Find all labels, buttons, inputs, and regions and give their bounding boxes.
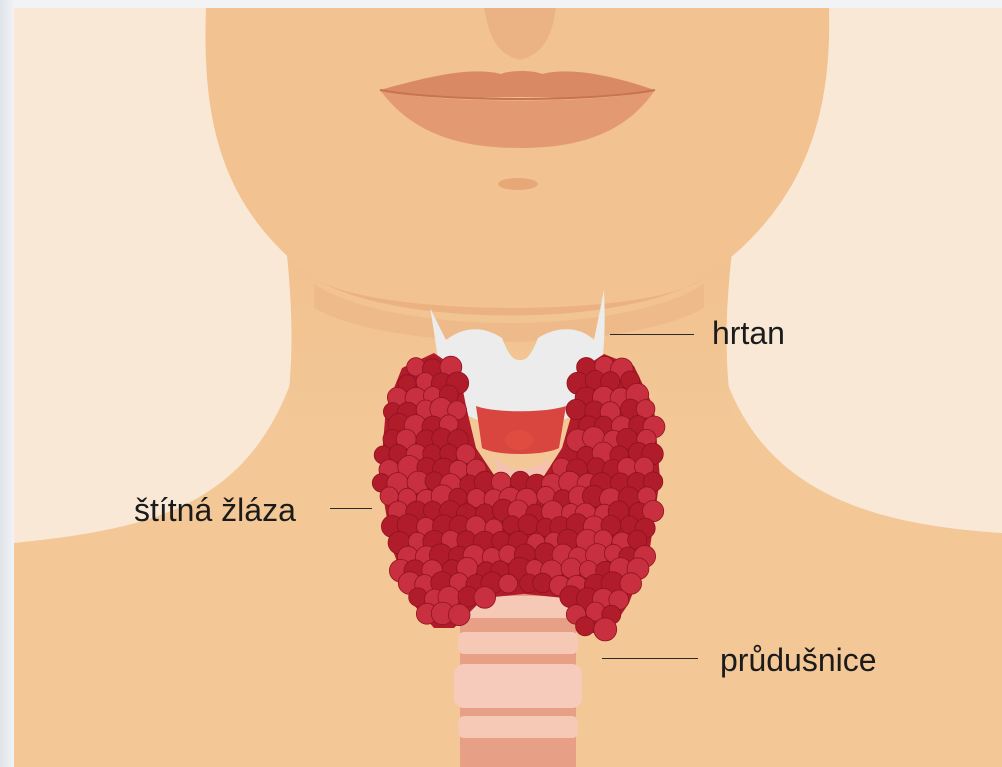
thyroid-lobule bbox=[576, 617, 595, 636]
trachea bbox=[454, 583, 582, 767]
trachea-leader-line bbox=[602, 658, 698, 659]
cricoid-knob bbox=[505, 430, 533, 450]
thyroid-leader-line bbox=[330, 508, 372, 509]
label-thyroid: štítná žláza bbox=[134, 494, 296, 526]
chin-dimple bbox=[498, 178, 538, 190]
thyroid-lobule bbox=[594, 618, 617, 641]
thyroid-diagram: hrtan štítná žláza průdušnice bbox=[14, 8, 1002, 767]
thyroid-lobule bbox=[499, 574, 518, 593]
label-trachea: průdušnice bbox=[720, 644, 877, 676]
larynx-leader-line bbox=[610, 334, 694, 335]
thyroid-lobule bbox=[448, 604, 470, 626]
label-larynx: hrtan bbox=[712, 317, 785, 349]
thyroid-lobule bbox=[474, 587, 496, 609]
thyroid-lobule bbox=[566, 399, 586, 419]
